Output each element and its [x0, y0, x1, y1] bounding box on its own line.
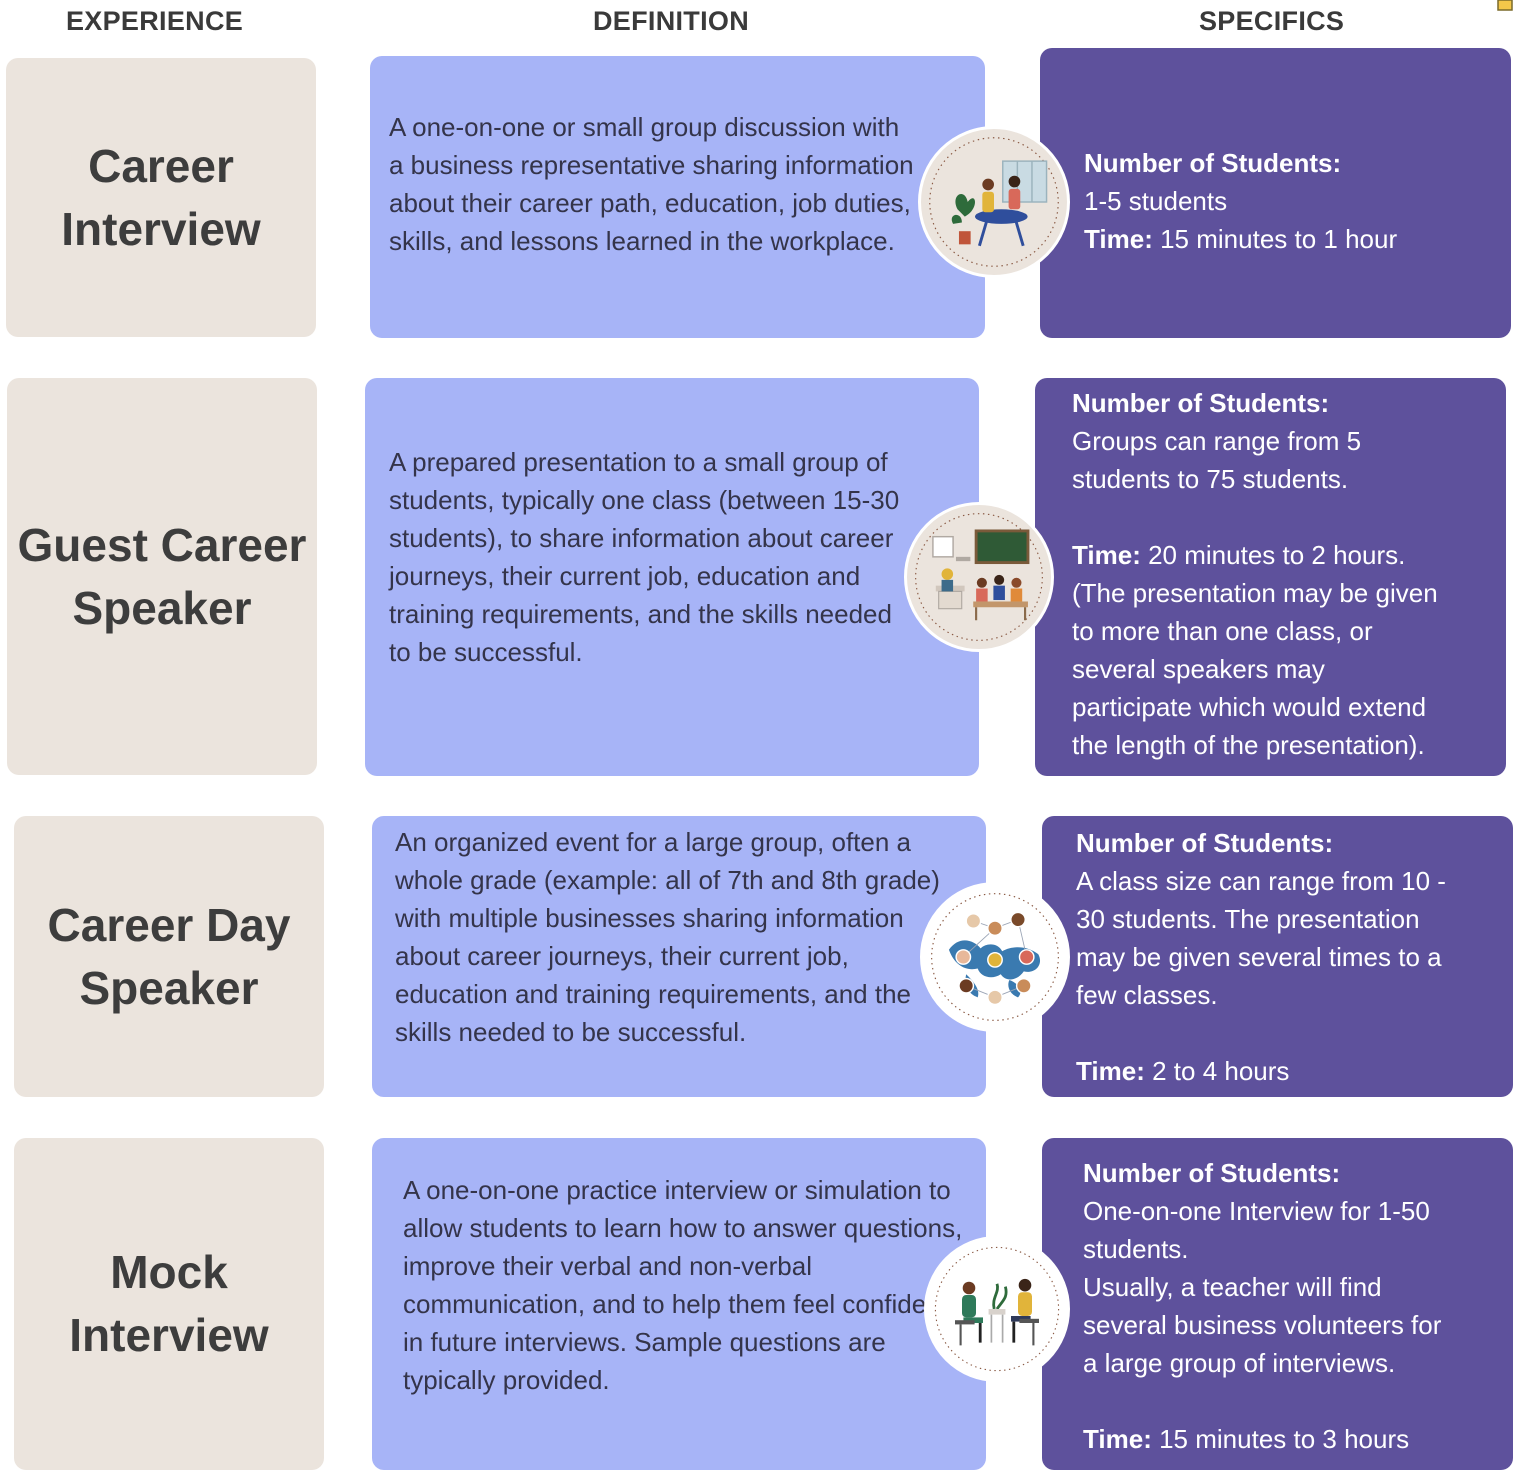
definition-text: A one-on-one or small group discussion w… — [389, 112, 914, 256]
students-value: 30 students. The presentation — [1076, 904, 1420, 934]
students-label: Number of Students: — [1083, 1158, 1341, 1188]
time-value: participate which would extend — [1072, 692, 1427, 722]
experience-title-line: Speaker — [72, 581, 252, 634]
experience-card-mock-interview: Mock Interview — [14, 1138, 324, 1470]
specifics-card-guest-career-speaker: Number of Students: Groups can range fro… — [1035, 378, 1506, 776]
time-value: 20 minutes to 2 hours. — [1140, 540, 1406, 570]
header-specifics: SPECIFICS — [1199, 6, 1345, 36]
time-label: Time: — [1083, 1424, 1152, 1454]
world-network-icon — [920, 882, 1070, 1032]
definition-card-guest-career-speaker: A prepared presentation to a small group… — [365, 378, 979, 776]
experience-title-line: Speaker — [79, 961, 259, 1014]
meeting-table-icon — [918, 126, 1070, 278]
students-value: students. — [1083, 1234, 1189, 1264]
experience-card-guest-career-speaker: Guest Career Speaker — [7, 378, 317, 775]
specifics-text: Number of Students: Groups can range fro… — [1072, 384, 1438, 764]
students-value: 1-5 students — [1084, 186, 1228, 216]
experience-card-career-day-speaker: Career Day Speaker — [14, 816, 324, 1097]
time-value: 2 to 4 hours — [1144, 1056, 1290, 1086]
specifics-card-mock-interview: Number of Students: One-on-one Interview… — [1042, 1138, 1513, 1470]
students-label: Number of Students: — [1076, 828, 1334, 858]
definition-card-mock-interview: A one-on-one practice interview or simul… — [372, 1138, 986, 1470]
experience-title-line: Interview — [61, 202, 261, 255]
specifics-card-career-interview: Number of Students: 1-5 students Time: 1… — [1040, 48, 1511, 338]
students-value: several business volunteers for — [1083, 1310, 1442, 1340]
definition-text: A one-on-one practice interview or simul… — [403, 1175, 963, 1395]
students-value: A class size can range from 10 - — [1076, 866, 1446, 896]
classroom-icon — [904, 502, 1054, 652]
time-label: Time: — [1072, 540, 1141, 570]
header-definition: DEFINITION — [593, 6, 749, 36]
time-value: 15 minutes to 1 hour — [1152, 224, 1398, 254]
students-value: Usually, a teacher will find — [1083, 1272, 1382, 1302]
students-value: few classes. — [1076, 980, 1218, 1010]
interview-chairs-icon — [924, 1236, 1070, 1382]
students-value: Groups can range from 5 — [1072, 426, 1362, 456]
experience-title-line: Career Day — [47, 898, 291, 951]
experience-title-line: Career — [88, 139, 234, 192]
note-icon — [1494, 0, 1516, 14]
students-label: Number of Students: — [1084, 148, 1342, 178]
experience-title-line: Mock — [110, 1246, 228, 1298]
definition-text: An organized event for a large group, of… — [395, 827, 940, 1047]
experience-card-career-interview: Career Interview — [6, 58, 316, 337]
time-label: Time: — [1084, 224, 1153, 254]
time-value: to more than one class, or — [1072, 616, 1373, 646]
experience-title-line: Interview — [69, 1309, 269, 1361]
specifics-text: Number of Students: A class size can ran… — [1076, 824, 1446, 1090]
definition-card-career-interview: A one-on-one or small group discussion w… — [370, 56, 985, 338]
time-value: (The presentation may be given — [1072, 578, 1438, 608]
specifics-text: Number of Students: One-on-one Interview… — [1083, 1154, 1441, 1458]
time-value: the length of the presentation). — [1072, 730, 1425, 760]
students-label: Number of Students: — [1072, 388, 1330, 418]
time-value: several speakers may — [1072, 654, 1325, 684]
definition-card-career-day-speaker: An organized event for a large group, of… — [372, 816, 986, 1097]
students-value: a large group of interviews. — [1083, 1348, 1396, 1378]
specifics-text: Number of Students: 1-5 students Time: 1… — [1084, 144, 1397, 258]
students-value: One-on-one Interview for 1-50 — [1083, 1196, 1430, 1226]
specifics-card-career-day-speaker: Number of Students: A class size can ran… — [1042, 816, 1513, 1097]
experience-title-line: Guest Career — [17, 518, 307, 571]
header-experience: EXPERIENCE — [66, 6, 244, 36]
definition-text: A prepared presentation to a small group… — [389, 447, 900, 667]
time-value: 15 minutes to 3 hours — [1151, 1424, 1410, 1454]
time-label: Time: — [1076, 1056, 1145, 1086]
students-value: students to 75 students. — [1072, 464, 1349, 494]
students-value: may be given several times to a — [1076, 942, 1442, 972]
